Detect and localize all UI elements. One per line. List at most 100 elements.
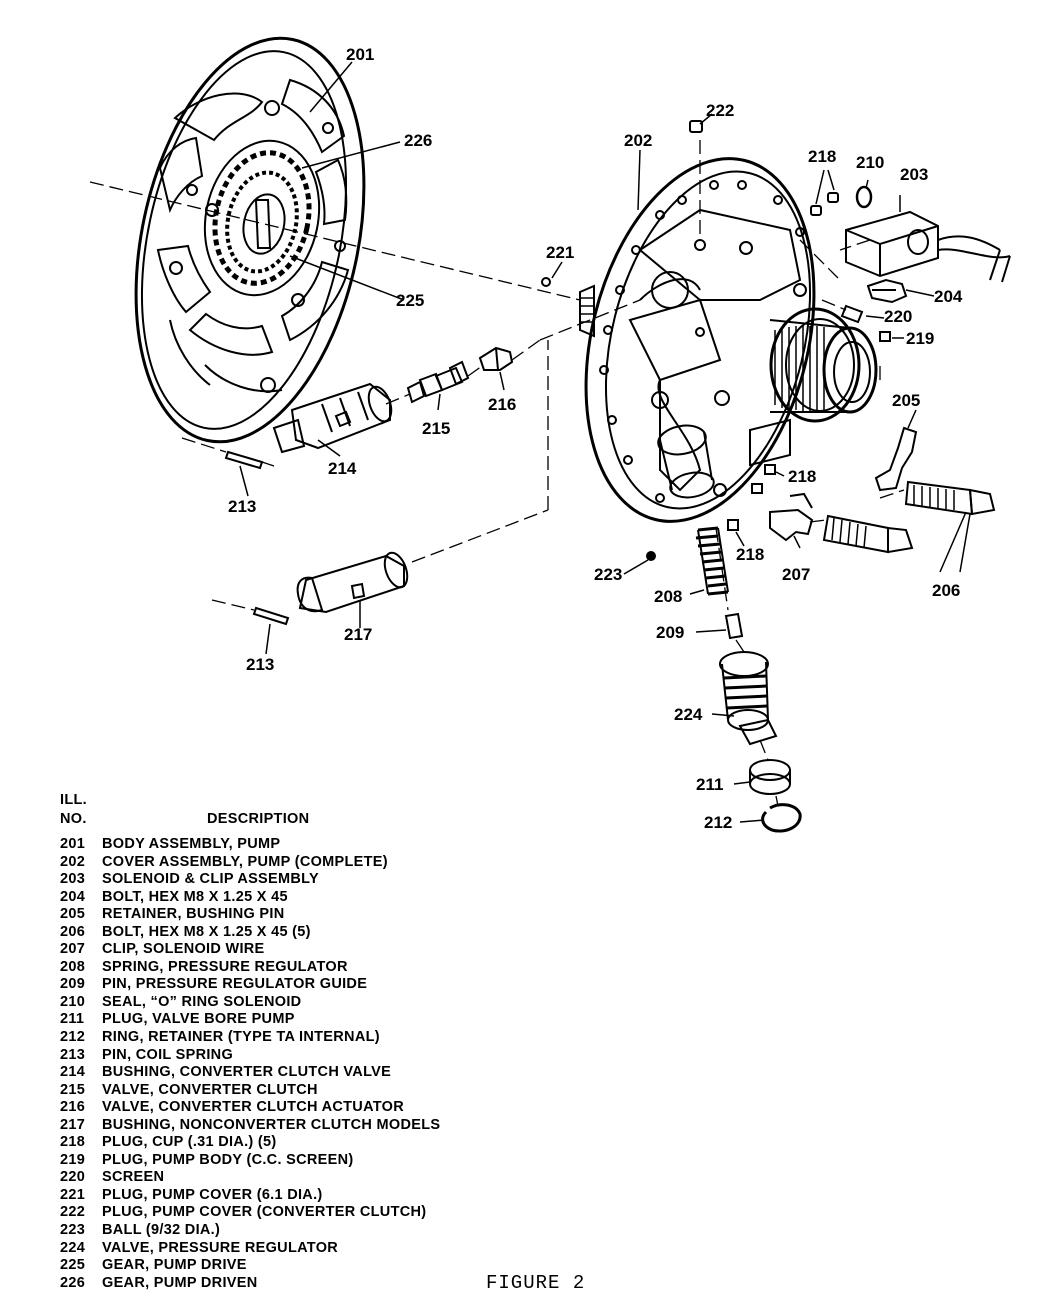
legend-row: 219 PLUG, PUMP BODY (C.C. SCREEN) bbox=[60, 1152, 530, 1170]
legend-description: PLUG, PUMP COVER (CONVERTER CLUTCH) bbox=[102, 1204, 427, 1221]
spring-208 bbox=[695, 526, 729, 596]
legend-number: 204 bbox=[60, 888, 86, 905]
legend-number: 216 bbox=[60, 1099, 86, 1116]
legend-row: 210 SEAL, “O” RING SOLENOID bbox=[60, 994, 530, 1012]
legend-description: PIN, COIL SPRING bbox=[102, 1046, 234, 1063]
bolt-204 bbox=[866, 278, 908, 304]
legend-number: 223 bbox=[60, 1222, 86, 1239]
converter-clutch-valve-215 bbox=[406, 360, 470, 404]
legend-number: 201 bbox=[60, 836, 86, 852]
solenoid-wire-clip-207 bbox=[769, 492, 814, 542]
legend-number: 210 bbox=[60, 993, 86, 1010]
callout-207: 207 bbox=[782, 565, 810, 584]
legend-description: BOLT, HEX M8 X 1.25 X 45 bbox=[102, 888, 288, 905]
legend-number: 219 bbox=[60, 1151, 86, 1168]
legend-row: 214 BUSHING, CONVERTER CLUTCH VALVE bbox=[60, 1064, 530, 1082]
legend-number: 211 bbox=[60, 1011, 85, 1028]
actuator-valve-216 bbox=[478, 346, 514, 371]
legend-number: 221 bbox=[60, 1186, 86, 1203]
legend-description: BOLT, HEX M8 X 1.25 X 45 (5) bbox=[102, 923, 311, 940]
callout-203: 203 bbox=[900, 165, 928, 184]
bushing-214 bbox=[272, 382, 393, 454]
legend-row: 226 GEAR, PUMP DRIVEN bbox=[60, 1275, 530, 1293]
bushing-217 bbox=[296, 551, 409, 614]
legend-description: SEAL, “O” RING SOLENOID bbox=[102, 993, 302, 1010]
legend-number: 225 bbox=[60, 1257, 86, 1274]
callout-218c: 218 bbox=[736, 545, 764, 564]
legend-description: PIN, PRESSURE REGULATOR GUIDE bbox=[102, 976, 368, 993]
legend-header-no: NO. bbox=[60, 811, 87, 827]
legend-number: 212 bbox=[60, 1029, 86, 1046]
plug-219 bbox=[879, 331, 891, 342]
legend-number: 209 bbox=[60, 976, 86, 993]
callout-218a: 218 bbox=[808, 147, 836, 166]
ball-223 bbox=[646, 551, 656, 561]
legend-header: ILL. NO. DESCRIPTION bbox=[60, 792, 530, 836]
coil-pin-213b bbox=[252, 606, 290, 626]
legend-description: COVER ASSEMBLY, PUMP (COMPLETE) bbox=[102, 853, 388, 870]
legend-description: PLUG, PUMP BODY (C.C. SCREEN) bbox=[102, 1151, 354, 1168]
retainer-ring-212 bbox=[761, 803, 802, 833]
callout-208: 208 bbox=[654, 587, 682, 606]
legend-number: 217 bbox=[60, 1116, 86, 1133]
callout-202: 202 bbox=[624, 131, 652, 150]
callout-226: 226 bbox=[404, 131, 432, 150]
retainer-205 bbox=[874, 426, 918, 492]
legend-number: 226 bbox=[60, 1274, 86, 1291]
cup-plug-218a bbox=[810, 205, 822, 216]
bolts-206 bbox=[822, 480, 996, 554]
callout-201: 201 bbox=[346, 45, 374, 64]
valve-bore-plug-211 bbox=[749, 759, 791, 795]
callout-220: 220 bbox=[884, 307, 912, 326]
callout-213a: 213 bbox=[228, 497, 256, 516]
legend-description: BUSHING, NONCONVERTER CLUTCH MODELS bbox=[102, 1116, 441, 1133]
legend-row: 217 BUSHING, NONCONVERTER CLUTCH MODELS bbox=[60, 1117, 530, 1135]
callout-211: 211 bbox=[696, 775, 723, 794]
pump-cover-202 bbox=[579, 157, 878, 523]
legend-description: RETAINER, BUSHING PIN bbox=[102, 906, 285, 923]
callout-214: 214 bbox=[328, 459, 357, 478]
callout-204: 204 bbox=[934, 287, 963, 306]
legend-description: SOLENOID & CLIP ASSEMBLY bbox=[102, 871, 319, 888]
legend-row: 202 COVER ASSEMBLY, PUMP (COMPLETE) bbox=[60, 854, 530, 872]
callout-221: 221 bbox=[546, 243, 574, 262]
legend-description: GEAR, PUMP DRIVEN bbox=[102, 1274, 258, 1291]
legend-description: BUSHING, CONVERTER CLUTCH VALVE bbox=[102, 1064, 392, 1081]
legend-number: 208 bbox=[60, 958, 86, 975]
screen-220 bbox=[840, 304, 864, 324]
driven-gear-226 bbox=[203, 139, 321, 297]
callout-210: 210 bbox=[856, 153, 884, 172]
callout-209: 209 bbox=[656, 623, 684, 642]
legend-row: 204 BOLT, HEX M8 X 1.25 X 45 bbox=[60, 889, 530, 907]
callout-224: 224 bbox=[674, 705, 703, 724]
regulator-valve-224 bbox=[719, 651, 778, 746]
callout-219: 219 bbox=[906, 329, 934, 348]
legend-header-ill: ILL. bbox=[60, 792, 87, 808]
callout-222: 222 bbox=[706, 101, 734, 120]
legend-description: GEAR, PUMP DRIVE bbox=[102, 1257, 247, 1274]
legend-row: 205 RETAINER, BUSHING PIN bbox=[60, 906, 530, 924]
legend-number: 205 bbox=[60, 906, 86, 923]
legend-number: 214 bbox=[60, 1064, 86, 1081]
legend-description: PLUG, PUMP COVER (6.1 DIA.) bbox=[102, 1186, 323, 1203]
plug-221 bbox=[541, 277, 551, 287]
legend-description: SPRING, PRESSURE REGULATOR bbox=[102, 958, 348, 975]
callout-216: 216 bbox=[488, 395, 516, 414]
legend-number: 202 bbox=[60, 853, 86, 870]
legend-description: VALVE, CONVERTER CLUTCH bbox=[102, 1081, 318, 1098]
callout-206: 206 bbox=[932, 581, 960, 600]
callout-215: 215 bbox=[422, 419, 450, 438]
figure-caption: FIGURE 2 bbox=[486, 1272, 586, 1294]
